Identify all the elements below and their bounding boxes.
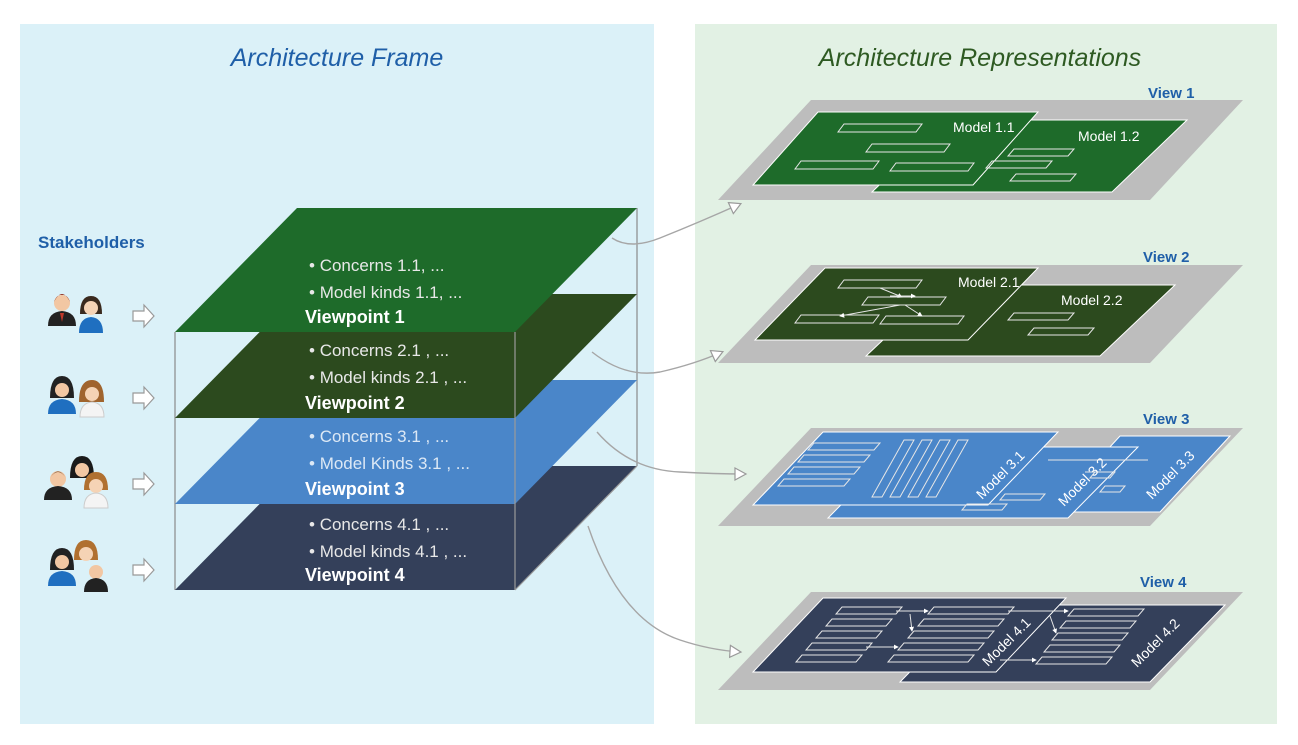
model-2-1-label: Model 2.1 [958, 274, 1020, 290]
architecture-representations-title: Architecture Representations [817, 44, 1141, 72]
view-3-connectors [1048, 459, 1148, 473]
viewpoint-1-label: Viewpoint 1 [305, 307, 405, 327]
model-4-1-plane [751, 597, 1068, 673]
view-3-label: View 3 [1143, 411, 1189, 428]
viewpoint-4-label: Viewpoint 4 [305, 565, 405, 585]
viewpoint-box-front-edges [514, 332, 638, 591]
stakeholder-group-1 [48, 294, 155, 333]
person-icon [79, 296, 103, 333]
arrow-viewpoint-2-to-view-2 [591, 352, 722, 374]
arrow-viewpoint-1-to-view-1 [611, 204, 740, 245]
model-1-2-label: Model 1.2 [1078, 128, 1140, 144]
viewpoint-1-model-kinds: • Model kinds 1.1, ... [309, 283, 462, 302]
model-1-1-plane [751, 111, 1040, 186]
view-1: Model 1.1 Model 1.2 View 1 [718, 85, 1243, 200]
viewpoint-to-view-arrows [587, 204, 745, 652]
person-icon [48, 548, 76, 586]
stakeholder-arrow-3 [132, 471, 155, 497]
architecture-frame-title: Architecture Frame [229, 44, 444, 72]
person-icon [44, 471, 72, 500]
person-icon [74, 540, 98, 561]
view-2-model-boxes [794, 279, 1096, 336]
person-icon [84, 565, 108, 592]
arrow-viewpoint-4-to-view-4 [587, 525, 740, 652]
person-icon [83, 472, 109, 509]
view-2: Model 2.1 Model 2.2 View 2 [718, 249, 1243, 363]
view-4: Model 4.1 Model 4.2 View 4 [718, 574, 1243, 690]
view-2-connectors [839, 287, 923, 318]
stakeholder-arrow-2 [132, 385, 155, 411]
viewpoint-3-concerns: • Concerns 3.1 , ... [309, 427, 449, 446]
viewpoint-3-model-kinds: • Model Kinds 3.1 , ... [309, 454, 470, 473]
view-3: Model 3.1 Model 3.2 Model 3.3 View 3 [718, 411, 1243, 526]
view-4-connectors [866, 608, 1069, 663]
view-2-label: View 2 [1143, 249, 1189, 266]
model-1-1-label: Model 1.1 [953, 119, 1015, 135]
person-icon [48, 294, 76, 326]
stakeholder-arrow-1 [132, 303, 155, 329]
view-3-model-boxes [776, 439, 1127, 511]
view-1-label: View 1 [1148, 85, 1194, 102]
viewpoint-1-plane [175, 208, 637, 332]
viewpoint-3-label: Viewpoint 3 [305, 479, 405, 499]
person-icon [48, 376, 76, 414]
viewpoint-4-concerns: • Concerns 4.1 , ... [309, 515, 449, 534]
stakeholder-group-4 [48, 540, 155, 592]
viewpoint-2-model-kinds: • Model kinds 2.1 , ... [309, 368, 467, 387]
viewpoint-1-concerns: • Concerns 1.1, ... [309, 256, 444, 275]
stakeholder-group-3 [44, 456, 155, 509]
model-2-1-plane [753, 267, 1040, 341]
view-1-model-boxes [794, 123, 1078, 182]
view-4-model-boxes [794, 606, 1146, 665]
viewpoint-1-layer: • Concerns 1.1, ... • Model kinds 1.1, .… [175, 208, 637, 332]
model-2-2-label: Model 2.2 [1061, 292, 1123, 308]
arrow-viewpoint-3-to-view-3 [596, 431, 745, 474]
viewpoint-4-model-kinds: • Model kinds 4.1 , ... [309, 542, 467, 561]
stakeholders-label: Stakeholders [38, 233, 145, 252]
stakeholder-arrow-4 [132, 557, 155, 583]
view-4-label: View 4 [1140, 574, 1187, 591]
person-icon [79, 380, 105, 418]
stakeholder-group-2 [48, 376, 155, 418]
viewpoint-2-label: Viewpoint 2 [305, 393, 405, 413]
viewpoint-2-concerns: • Concerns 2.1 , ... [309, 341, 449, 360]
person-icon [70, 456, 94, 478]
